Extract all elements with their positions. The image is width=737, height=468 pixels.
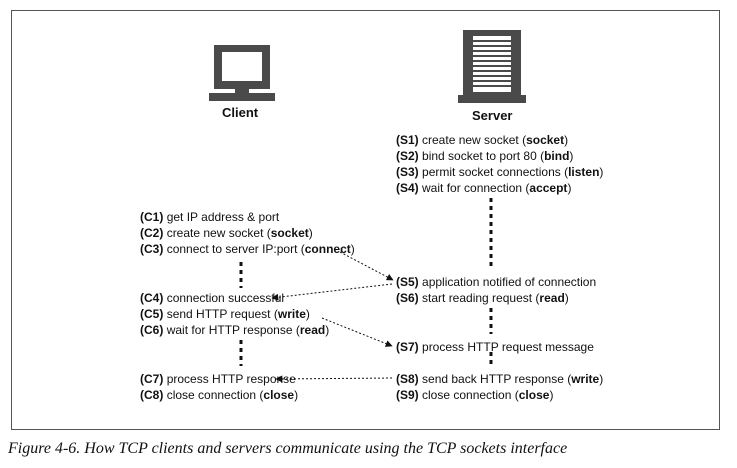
- server-step-s2: (S2) bind socket to port 80 (bind): [396, 149, 574, 163]
- client-step-c3: (C3) connect to server IP:port (connect): [140, 242, 355, 256]
- client-title: Client: [222, 105, 259, 120]
- client-step-c6: (C6) wait for HTTP response (read): [140, 323, 330, 337]
- server-step-s3: (S3) permit socket connections (listen): [396, 165, 604, 179]
- arrow-send-request: [321, 317, 393, 347]
- client-step-c1: (C1) get IP address & port: [140, 210, 280, 224]
- arrow-send-response: [275, 375, 393, 383]
- arrow-connect: [339, 251, 394, 281]
- server-step-s1: (S1) create new socket (socket): [396, 133, 569, 147]
- server-step-s5: (S5) application notified of connection: [396, 275, 597, 289]
- client-step-c2: (C2) create new socket (socket): [140, 226, 313, 240]
- client-step-c5: (C5) send HTTP request (write): [140, 307, 310, 321]
- server-icon: [458, 30, 526, 103]
- server-step-s8: (S8) send back HTTP response (write): [396, 372, 604, 386]
- server-title: Server: [472, 108, 513, 123]
- client-step-c8: (C8) close connection (close): [140, 388, 299, 402]
- client-step-c7: (C7) process HTTP response: [140, 372, 296, 386]
- timeline-dashes: [239, 198, 493, 368]
- client-computer-icon: [209, 45, 275, 101]
- server-step-s9: (S9) close connection (close): [396, 388, 554, 402]
- arrow-connection-successful: [271, 283, 393, 301]
- figure-caption: Figure 4-6. How TCP clients and servers …: [8, 440, 568, 457]
- server-step-s4: (S4) wait for connection (accept): [396, 181, 572, 195]
- server-step-s7: (S7) process HTTP request message: [396, 340, 594, 354]
- diagram-frame: [11, 10, 720, 430]
- server-step-s6: (S6) start reading request (read): [396, 291, 569, 305]
- client-step-c4: (C4) connection successful: [140, 291, 285, 305]
